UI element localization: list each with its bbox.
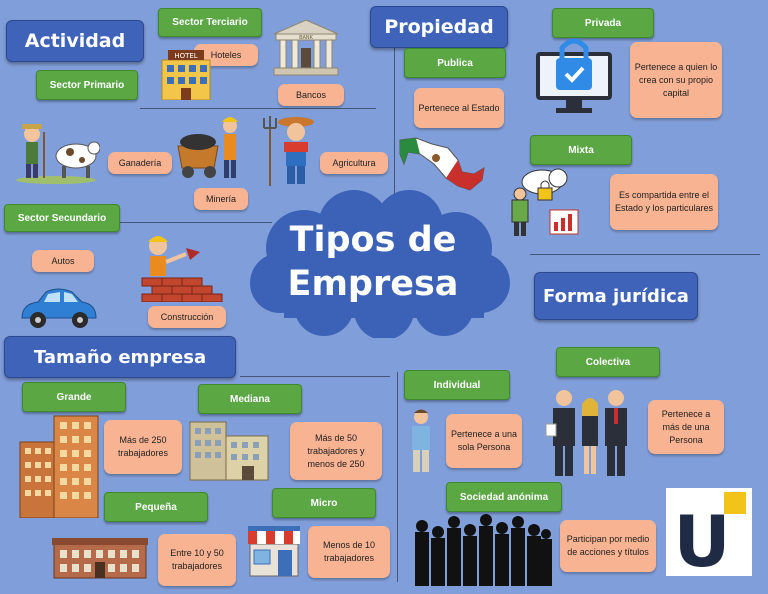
colectiva-box: Colectiva [556, 347, 660, 377]
bank-icon: BANK [273, 19, 339, 76]
university-logo-icon: U [666, 488, 752, 576]
divider-bottom-vertical [397, 372, 398, 582]
divider-actividad-row [140, 108, 376, 109]
micro-desc: Menos de 10 trabajadores [308, 526, 390, 578]
pequena-box: Pequeña [104, 492, 208, 522]
forma-juridica-header: Forma jurídica [534, 272, 698, 320]
grande-box: Grande [22, 382, 126, 412]
center-title-line1: Tipos de [289, 220, 457, 260]
sector-terciario-box: Sector Terciario [158, 8, 262, 37]
grande-desc: Más de 250 trabajadores [104, 420, 182, 474]
mexico-map-icon [399, 137, 485, 191]
pequena-desc: Entre 10 y 50 trabajadores [158, 534, 236, 586]
sector-primario-box: Sector Primario [36, 70, 138, 100]
mediana-box: Mediana [198, 384, 302, 414]
publica-desc: Pertenece al Estado [414, 88, 504, 128]
colectiva-desc: Pertenece a más de una Persona [648, 400, 724, 454]
logo-letter: U [674, 501, 731, 576]
single-person-icon [412, 409, 430, 472]
bank-sign: BANK [299, 35, 314, 41]
tamano-header: Tamaño empresa [4, 336, 236, 378]
actividad-header: Actividad [6, 20, 144, 62]
construccion-box: Construcción [148, 306, 226, 328]
mixta-box: Mixta [530, 135, 632, 165]
shop-icon [248, 526, 300, 577]
mineria-box: Minería [194, 188, 248, 210]
agricultura-box: Agricultura [320, 152, 388, 174]
cloud-icon [250, 190, 510, 338]
privada-desc: Pertenece a quien lo crea con su propio … [630, 42, 722, 118]
sociedad-anonima-box: Sociedad anónima [446, 482, 562, 512]
propiedad-header: Propiedad [370, 6, 508, 48]
autos-box: Autos [32, 250, 94, 272]
medium-building-icon [189, 421, 269, 481]
divider-right-middle [530, 254, 760, 255]
privada-box: Privada [552, 8, 654, 38]
ganaderia-box: Ganadería [108, 152, 172, 174]
sector-secundario-box: Sector Secundario [4, 204, 120, 232]
publica-box: Publica [404, 48, 506, 78]
small-building-icon [52, 538, 148, 579]
sociedad-desc: Participan por medio de acciones y títul… [560, 520, 656, 572]
hotel-sign: HOTEL [174, 52, 197, 60]
divider-secundario [120, 222, 272, 223]
cloud-security-icon [511, 168, 579, 236]
mediana-desc: Más de 50 trabajadores y menos de 250 [290, 422, 382, 480]
divider-top-vertical [394, 10, 395, 198]
monitor-lock-icon [536, 38, 612, 113]
center-title-line2: Empresa [287, 264, 459, 304]
business-people-icon [545, 390, 627, 476]
car-icon [21, 288, 97, 328]
hotel-icon: HOTEL [161, 50, 211, 100]
farmer-cow-icon [16, 124, 100, 184]
individual-box: Individual [404, 370, 510, 400]
divider-tamano-row [240, 376, 390, 377]
micro-box: Micro [272, 488, 376, 518]
farmer-pitchfork-icon [263, 116, 314, 186]
center-title: Tipos de Empresa [258, 218, 488, 306]
miner-cart-icon [177, 117, 238, 178]
crowd-silhouette-icon [415, 514, 552, 586]
large-building-icon [19, 415, 99, 518]
individual-desc: Pertenece a una sola Persona [446, 414, 522, 468]
bancos-box: Bancos [278, 84, 344, 106]
mixta-desc: Es compartida entre el Estado y los part… [610, 174, 718, 230]
builder-bricks-icon [141, 236, 223, 302]
